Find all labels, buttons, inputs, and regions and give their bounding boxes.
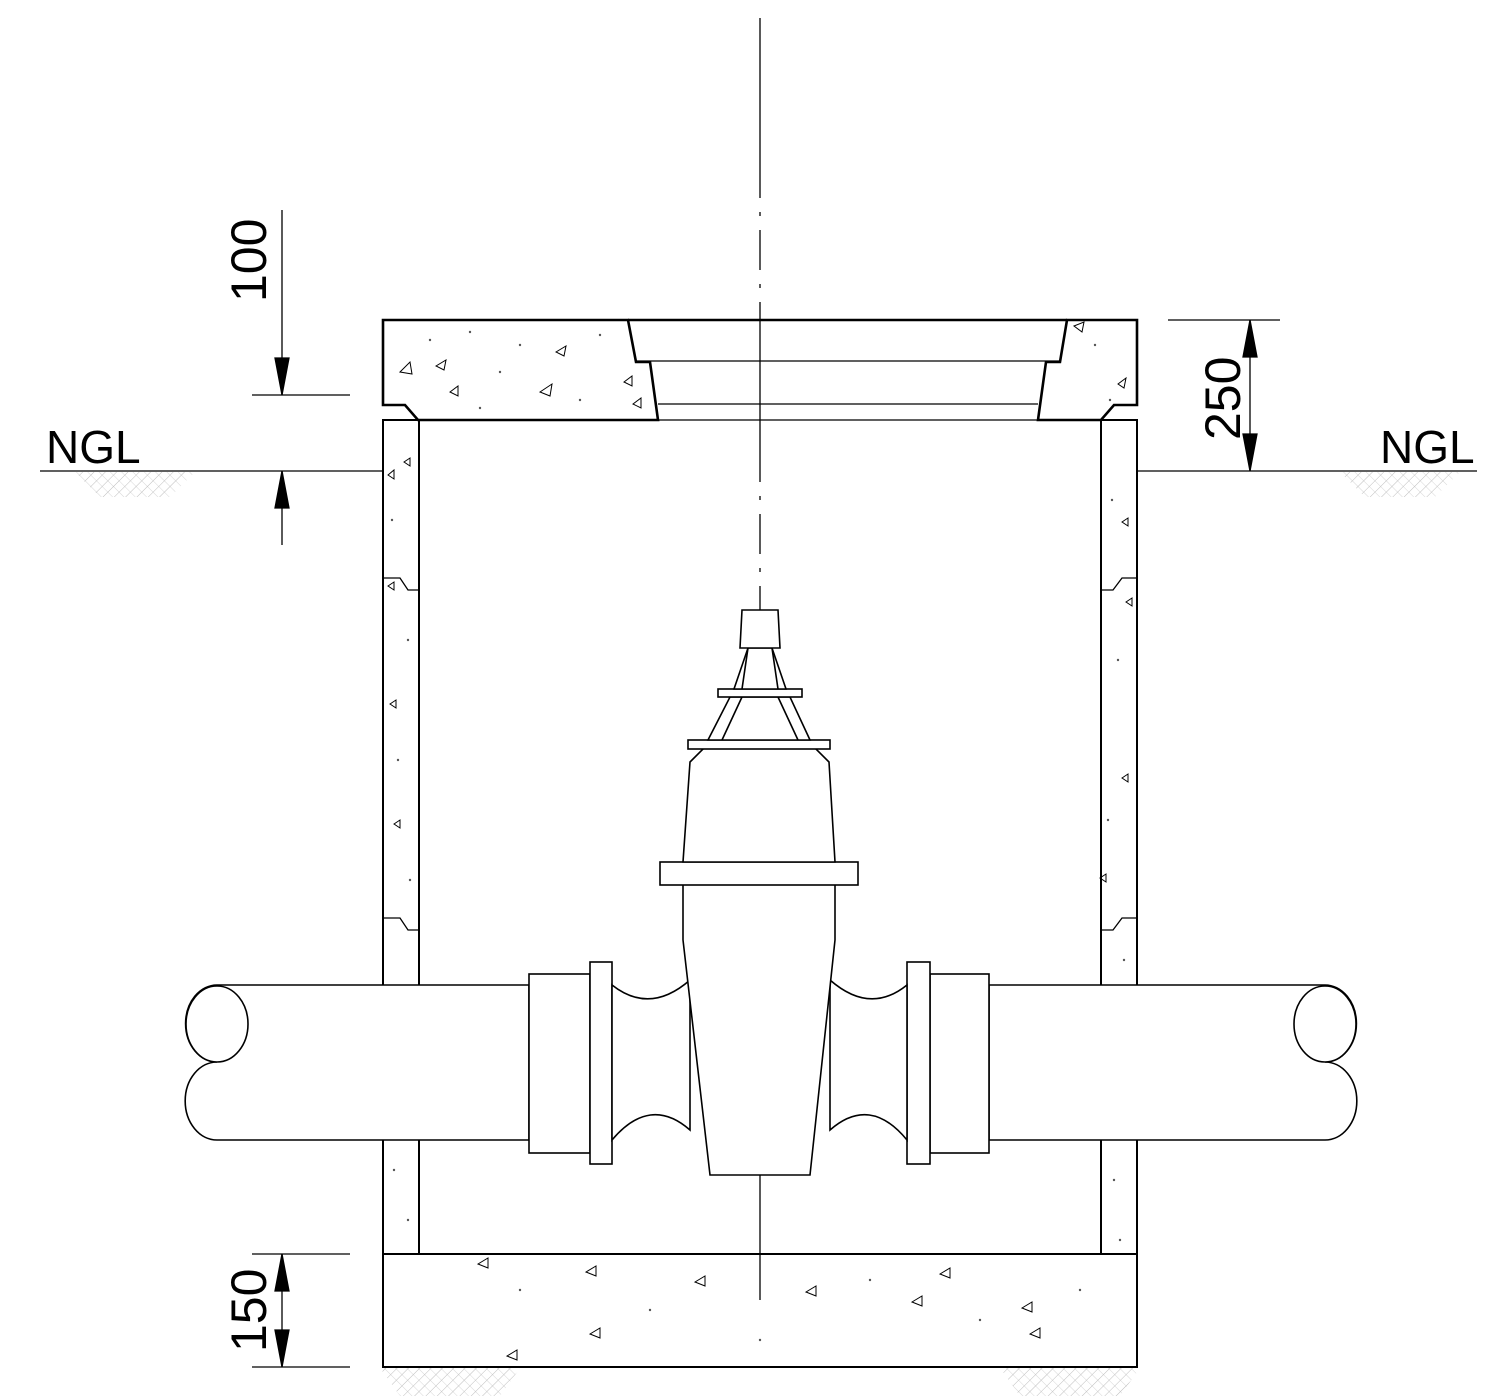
valve-flange-right (906, 961, 931, 1165)
ngl-label-left: NGL (46, 421, 141, 473)
dimension-250-label: 250 (1195, 357, 1251, 440)
cover-slab-right (1036, 318, 1139, 422)
dimension-250 (1168, 319, 1280, 472)
valve-flange-left (589, 961, 613, 1165)
pipe-right (988, 984, 1358, 1141)
ground-hatch-left-cross (75, 472, 195, 497)
ground-hatch (75, 472, 1460, 1396)
ground-hatch-bottom-right-cross (1000, 1368, 1140, 1396)
dimension-150-label: 150 (221, 1269, 277, 1352)
valve-neck-right (829, 978, 908, 1143)
ground-hatch-right-cross (1340, 472, 1460, 497)
cover-slab (381, 318, 1139, 422)
valve-neck-left (611, 978, 691, 1143)
dimension-100-label: 100 (221, 219, 277, 302)
valve-bonnet-flange (659, 861, 859, 886)
ground-hatch-bottom-left-cross (380, 1368, 520, 1396)
valve-body (682, 869, 836, 1176)
base-slab (382, 1253, 1138, 1368)
valve-end-right (929, 973, 990, 1154)
pipe-left (184, 984, 530, 1141)
cover-slab-left (381, 318, 660, 422)
concrete-dots (390, 330, 1126, 1342)
valve-end-left (528, 973, 591, 1154)
ngl-label-right: NGL (1380, 421, 1475, 473)
dimension-150 (252, 1253, 350, 1368)
valve-operating-cap (739, 609, 781, 649)
concrete-texture (387, 321, 1133, 1361)
valve-stem-cone (732, 647, 788, 690)
valve-gland (717, 688, 803, 698)
wall-joints (383, 577, 1137, 931)
gate-valve (528, 609, 990, 1176)
valve-upper-flange (687, 739, 831, 750)
dimension-100 (252, 210, 350, 545)
valve-bonnet (682, 747, 836, 863)
